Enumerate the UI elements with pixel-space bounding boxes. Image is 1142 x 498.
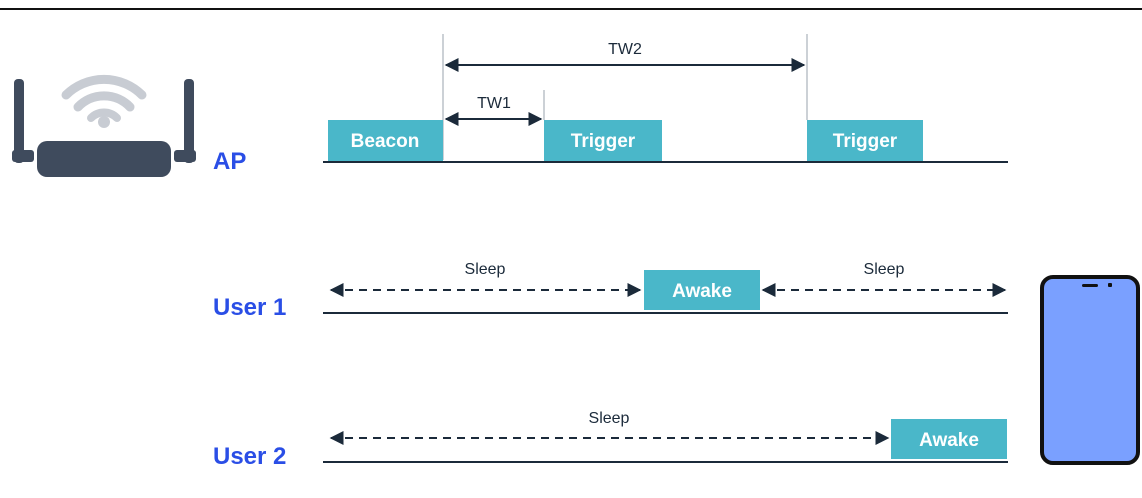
beacon-label: Beacon bbox=[351, 131, 420, 152]
user1-sleep-right-label: Sleep bbox=[864, 261, 905, 278]
smartphone-icon bbox=[1040, 275, 1140, 465]
row-label-user1: User 1 bbox=[213, 294, 286, 321]
trigger-label-2: Trigger bbox=[833, 131, 898, 152]
awake-box-1: Awake bbox=[644, 270, 760, 310]
tw1-label: TW1 bbox=[477, 95, 511, 112]
awake-label-1: Awake bbox=[672, 281, 732, 302]
user2-sleep-label: Sleep bbox=[589, 410, 630, 427]
trigger-box-1: Trigger bbox=[544, 120, 662, 161]
beacon-box: Beacon bbox=[328, 120, 443, 161]
row-label-user2: User 2 bbox=[213, 443, 286, 470]
user1-sleep-left-label: Sleep bbox=[465, 261, 506, 278]
wifi-router-icon bbox=[12, 74, 196, 177]
tw2-label: TW2 bbox=[608, 41, 642, 58]
awake-label-2: Awake bbox=[919, 430, 979, 451]
awake-box-2: Awake bbox=[891, 419, 1007, 459]
trigger-label-1: Trigger bbox=[571, 131, 636, 152]
row-label-ap: AP bbox=[213, 148, 246, 175]
trigger-box-2: Trigger bbox=[807, 120, 923, 161]
